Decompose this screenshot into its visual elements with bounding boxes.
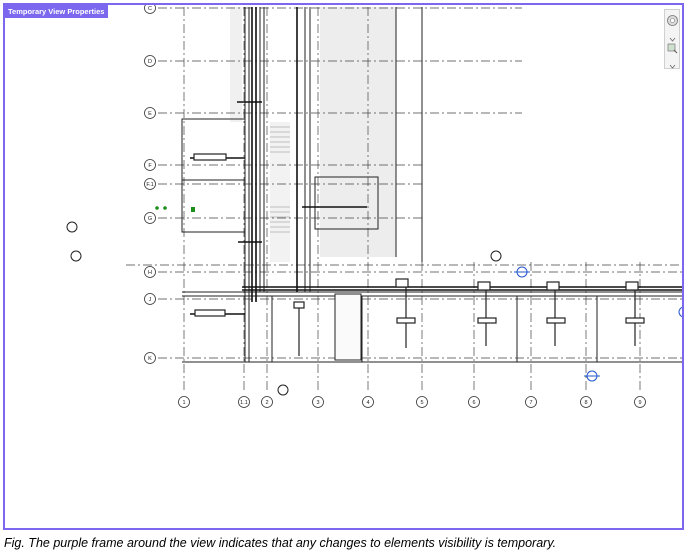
terminal-units bbox=[193, 153, 645, 356]
figure-caption: Fig. The purple frame around the view in… bbox=[4, 536, 557, 550]
chevron-down-icon[interactable] bbox=[666, 30, 679, 43]
equipment-green bbox=[155, 206, 195, 212]
mechanical-runs bbox=[190, 7, 682, 315]
stair-treads bbox=[270, 126, 290, 233]
temporary-view-properties-label: Temporary View Properties bbox=[5, 5, 109, 18]
section-markers bbox=[514, 266, 682, 382]
chevron-down-icon[interactable] bbox=[666, 57, 679, 70]
steering-wheel-icon[interactable] bbox=[666, 14, 679, 27]
grid-lines-horizontal bbox=[126, 7, 682, 359]
temporary-view-frame: C D E F F.1 G H J K 1 1.1 2 3 4 5 6 7 8 … bbox=[3, 3, 684, 530]
walls bbox=[181, 7, 682, 363]
navigation-bar bbox=[664, 9, 680, 69]
stair-area bbox=[270, 122, 290, 262]
floor-plan-canvas[interactable] bbox=[5, 5, 682, 528]
wall-hatch-area bbox=[230, 7, 242, 122]
elevation-symbols bbox=[66, 221, 502, 396]
zoom-region-icon[interactable] bbox=[666, 42, 679, 55]
wall-hatch-area bbox=[320, 7, 396, 257]
